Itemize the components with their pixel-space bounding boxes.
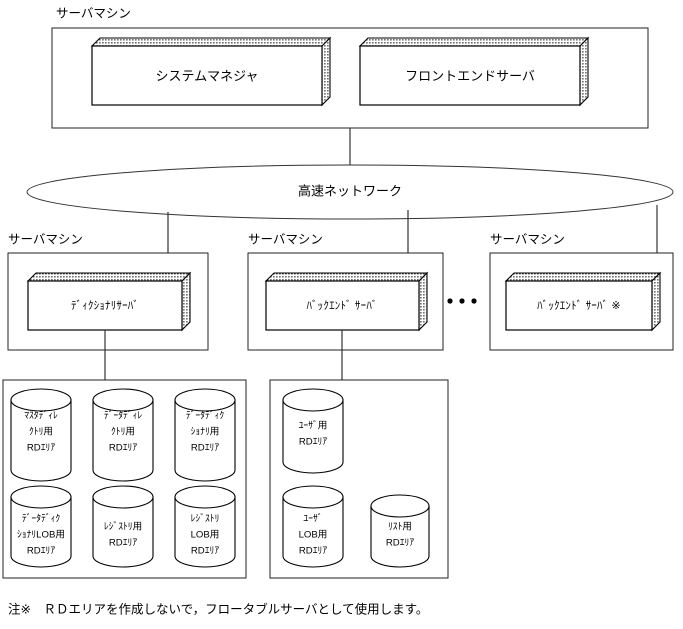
cylinder-line-1: ﾕｰｻﾞ [303,514,322,525]
cylinder-top [10,485,72,509]
cylinder-data-directory[interactable]: ﾃﾞｰﾀﾃﾞｨﾚ ｸﾄﾘ用 RDｴﾘｱ [92,388,154,482]
server-box-side-face [579,36,589,107]
cylinder-user-lob[interactable]: ﾕｰｻﾞ LOB用 RDｴﾘｱ [282,485,344,568]
ellipsis-icon [447,298,477,304]
server-box-back-end-server[interactable]: ﾊﾞｯｸｴﾝﾄﾞ ｻｰﾊﾞ [264,271,429,332]
machine-2-box [247,252,444,351]
cylinder-line-2: LOB用 [191,530,220,541]
cylinder-body [92,399,154,482]
cylinder-line-1: ﾃﾞｰﾀﾃﾞｨﾚ [104,411,143,422]
cylinder-line-2: LOB用 [299,530,328,541]
cylinder-top [10,388,72,412]
storage-group-1-box [2,379,247,579]
server-box-top-face [264,272,429,282]
server-box-back-end-server-floatable[interactable]: ﾊﾞｯｸｴﾝﾄﾞ ｻｰﾊﾞ ※ [504,271,662,332]
cylinder-master-directory[interactable]: ﾏｽﾀﾃﾞｨﾚ ｸﾄﾘ用 RDｴﾘｱ [10,388,72,482]
cylinder-body [174,399,236,482]
cylinder-line-1: ﾚｼﾞｽﾄﾘ用 [104,522,142,533]
cylinder-line-3: RDｴﾘｱ [299,546,327,557]
server-box-front-face [359,45,581,106]
network-label: 高速ネットワーク [298,183,402,198]
cylinder-body [282,496,344,568]
cylinder-line-1: ﾕｰｻﾞ用 [299,421,328,432]
cylinder-body [10,399,72,482]
server-box-top-face [26,272,192,282]
cylinder-line-3: RDｴﾘｱ [109,443,137,454]
machine-1-label: サーバマシン [8,232,83,246]
ellipsis-dot-2 [459,298,465,304]
ellipsis-dot-1 [447,298,453,304]
server-box-front-face [505,280,653,331]
cylinder-top [370,494,430,518]
cylinder-line-2: RDｴﾘｱ [109,538,137,549]
cylinder-body [282,399,344,474]
server-box-dictionary-server[interactable]: ﾃﾞｨｸｼｮﾅﾘｻｰﾊﾞ [26,271,192,332]
cylinder-line-2: RDｴﾘｱ [299,437,327,448]
server-box-front-end-server[interactable]: フロントエンドサーバ [358,36,590,107]
cylinder-data-dictionary[interactable]: ﾃﾞｰﾀﾃﾞｨｸ ｼｮﾅﾘ用 RDｴﾘｱ [174,388,236,482]
cylinder-registry[interactable]: ﾚｼﾞｽﾄﾘ用 RDｴﾘｱ [92,485,154,568]
server-box-front-face [265,280,420,331]
server-box-top-face [504,272,662,282]
top-machine-label: サーバマシン [56,6,131,20]
server-box-side-face [321,36,331,107]
cylinder-user[interactable]: ﾕｰｻﾞ用 RDｴﾘｱ [282,388,344,474]
storage-group-2-box [269,379,449,579]
cylinder-line-1: ﾘｽﾄ用 [388,522,412,533]
cylinder-top [92,485,154,509]
cylinder-line-2: RDｴﾘｱ [386,538,414,549]
cylinder-data-dictionary-lob[interactable]: ﾃﾞｰﾀﾃﾞｨｸ ｼｮﾅﾘLOB用 RDｴﾘｱ [10,485,72,568]
machine-3-label: サーバマシン [490,232,565,246]
machine-1-box [7,252,209,351]
machine-3-box [489,252,674,351]
cylinder-top [282,485,344,509]
cylinder-line-1: ﾚｼﾞｽﾄﾘ [191,514,220,525]
cylinder-top [174,485,236,509]
cylinder-line-2: ｼｮﾅﾘ用 [191,427,220,438]
server-label-back-end-server: ﾊﾞｯｸｴﾝﾄﾞ ｻｰﾊﾞ [306,299,377,312]
server-box-front-face [27,280,183,331]
cylinder-registry-lob[interactable]: ﾚｼﾞｽﾄﾘ LOB用 RDｴﾘｱ [174,485,236,568]
server-label-dictionary-server: ﾃﾞｨｸｼｮﾅﾘｻｰﾊﾞ [71,299,139,312]
cylinder-line-1: ﾃﾞｰﾀﾃﾞｨｸ [186,411,225,422]
cylinder-line-3: RDｴﾘｱ [27,546,55,557]
cylinder-top [92,388,154,412]
server-box-top-face [358,37,590,47]
cylinder-top [282,388,344,412]
cylinder-body [92,496,154,568]
machine-2-label: サーバマシン [248,232,323,246]
ellipsis-dot-3 [471,298,477,304]
cylinder-body [370,505,430,568]
cylinder-line-3: RDｴﾘｱ [191,546,219,557]
server-box-side-face [418,271,428,332]
cylinder-line-3: RDｴﾘｱ [191,443,219,454]
server-box-side-face [181,271,191,332]
cylinder-list[interactable]: ﾘｽﾄ用 RDｴﾘｱ [370,494,430,568]
server-label-back-end-server-floatable: ﾊﾞｯｸｴﾝﾄﾞ ｻｰﾊﾞ ※ [537,299,621,312]
cylinder-line-2: ｸﾄﾘ用 [29,427,53,438]
cylinder-line-1: ﾏｽﾀﾃﾞｨﾚ [24,411,58,422]
server-box-front-face [91,45,323,106]
cylinder-line-1: ﾃﾞｰﾀﾃﾞｨｸ [22,514,61,525]
server-box-side-face [651,271,661,332]
cylinder-line-3: RDｴﾘｱ [27,443,55,454]
server-box-system-manager[interactable]: システムマネジャ [90,36,332,107]
server-label-system-manager: システムマネジャ [156,68,259,83]
server-label-front-end-server: フロントエンドサーバ [405,68,535,83]
server-box-top-face [90,37,332,47]
cylinder-body [174,496,236,568]
cylinder-top [174,388,236,412]
cylinder-body [10,496,72,568]
network-ellipse [26,164,674,220]
footnote-text: 注※ ＲＤエリアを作成しないで，フロータブルサーバとして使用します。 [8,601,428,616]
cylinder-line-2: ｸﾄﾘ用 [111,427,135,438]
cylinder-line-2: ｼｮﾅﾘLOB用 [17,530,65,541]
